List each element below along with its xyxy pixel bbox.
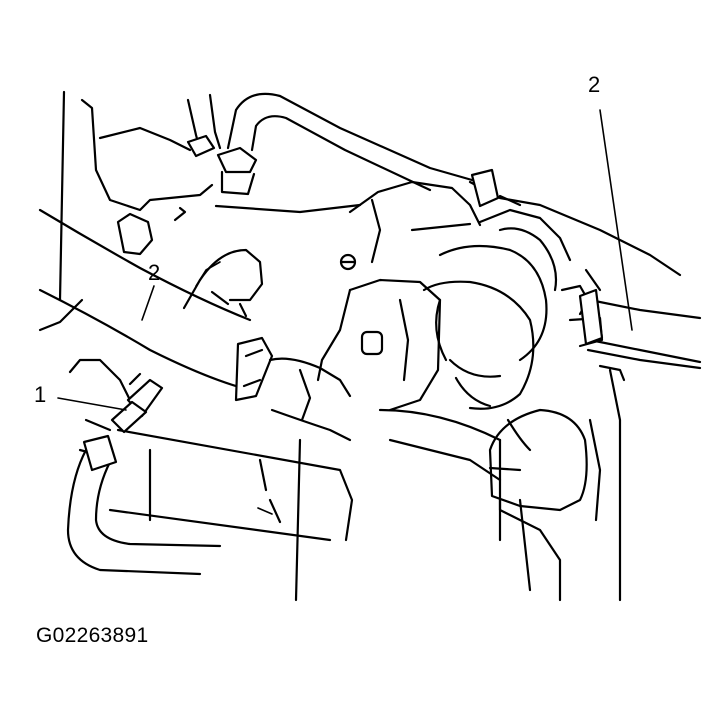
right-hose (578, 288, 702, 364)
leader-lines (57, 109, 633, 411)
lower-hose (66, 434, 222, 576)
center-clip (182, 248, 264, 318)
leader-line-1 (57, 397, 127, 411)
engine-block-left (38, 90, 214, 402)
lower-frame (294, 368, 622, 602)
figure-id: G02263891 (36, 624, 149, 647)
callout-1: 1 (34, 382, 47, 407)
hand (488, 408, 588, 542)
lower-plate (78, 418, 354, 542)
leader-line-2b (599, 109, 633, 331)
central-fitting (316, 278, 535, 412)
callout-2b: 2 (588, 72, 601, 97)
throttle-body (214, 168, 682, 362)
upper-bracket (98, 126, 192, 256)
leader-line-2a (141, 285, 155, 321)
callout-2a: 2 (148, 260, 161, 285)
main-hose-left (38, 208, 352, 442)
upper-hose (186, 92, 474, 196)
sensor-connector (110, 372, 164, 434)
